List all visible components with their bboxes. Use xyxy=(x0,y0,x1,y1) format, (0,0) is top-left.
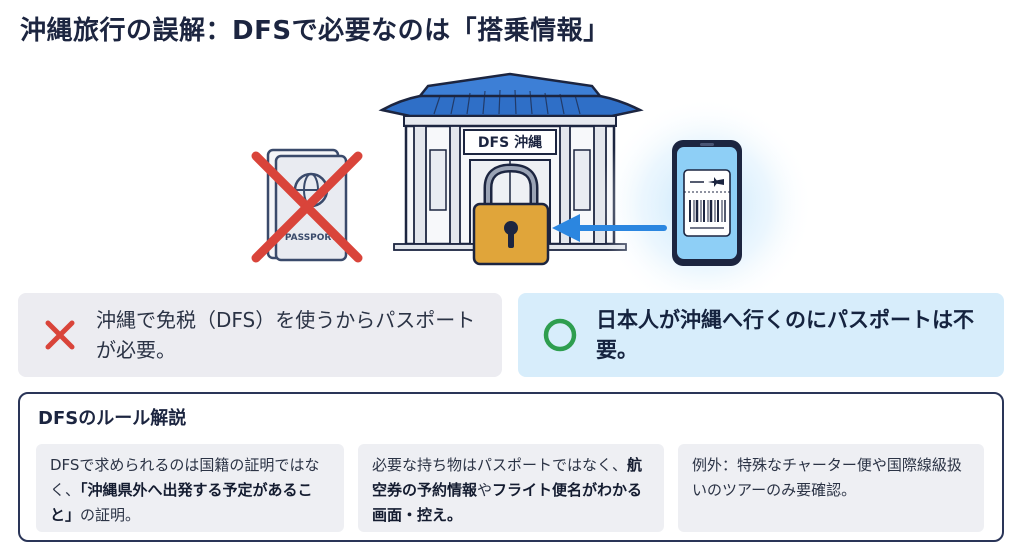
rule-item: 必要な持ち物はパスポートではなく、航空券の予約情報やフライト便名がわかる画面・控… xyxy=(358,444,664,532)
cross-icon xyxy=(45,320,75,350)
building-sign: DFS 沖縄 xyxy=(478,134,542,151)
rules-heading: DFSのルール解説 xyxy=(38,408,187,429)
passport-label: PASSPORT xyxy=(285,233,338,243)
circle-check-icon xyxy=(543,318,577,352)
illustration: PASSPORT DFS 沖縄 xyxy=(251,72,814,290)
rules-panel: DFSのルール解説 DFSで求められるのは国籍の証明ではなく、「沖縄県外へ出発す… xyxy=(18,392,1004,542)
boarding-pass-icon xyxy=(683,169,731,237)
rule-text: DFSで求められるのは国籍の証明ではなく、 xyxy=(50,456,320,499)
barcode-icon xyxy=(689,200,726,222)
myth-text: 沖縄で免税（DFS）を使うからパスポートが必要。 xyxy=(96,308,476,362)
page-title: 沖縄旅行の誤解：DFSで必要なのは「搭乗情報」 xyxy=(20,16,610,46)
rule-item: DFSで求められるのは国籍の証明ではなく、「沖縄県外へ出発する予定があること」の… xyxy=(36,444,344,532)
rule-emphasis: 航空券の予約情報 xyxy=(372,456,643,499)
rule-text: 例外：特殊なチャーター便や国際線級扱いのツアーのみ要確認。 xyxy=(692,456,962,499)
padlock-icon xyxy=(472,163,550,266)
fact-card: 日本人が沖縄へ行くのにパスポートは不要。 xyxy=(518,293,1004,377)
myth-card: 沖縄で免税（DFS）を使うからパスポートが必要。 xyxy=(18,293,502,377)
rule-text: の証明。 xyxy=(80,506,141,524)
rule-emphasis: フライト便名がわかる画面・控え。 xyxy=(372,481,643,524)
rule-text: や xyxy=(477,481,493,499)
airplane-icon xyxy=(708,177,724,187)
rule-emphasis: 「沖縄県外へ出発する予定があること」 xyxy=(50,481,313,524)
fact-text: 日本人が沖縄へ行くのにパスポートは不要。 xyxy=(596,308,974,362)
rule-item: 例外：特殊なチャーター便や国際線級扱いのツアーのみ要確認。 xyxy=(678,444,984,532)
rule-text: 必要な持ち物はパスポートではなく、 xyxy=(372,456,628,474)
cross-icon xyxy=(251,151,363,263)
arrow-left-icon xyxy=(552,214,667,242)
